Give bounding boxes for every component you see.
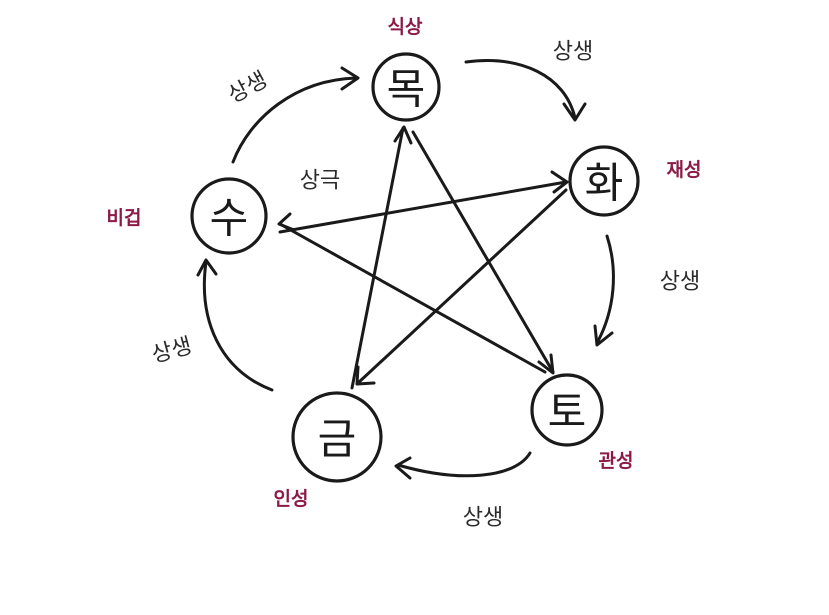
arrow-metal-to-wood xyxy=(350,126,405,390)
arrow-fire-to-earth xyxy=(595,234,615,345)
label-generate-wood-fire: 상생 xyxy=(553,40,593,65)
node-circle-metal xyxy=(291,391,383,483)
node-circle-water xyxy=(190,177,268,255)
arrowhead-fire-to-earth xyxy=(593,324,614,347)
role-metal: 인성 xyxy=(274,488,309,510)
arrow-metal-to-water xyxy=(202,260,274,392)
node-char-earth: 토 xyxy=(548,388,587,437)
label-generate-metal-water: 상생 xyxy=(149,334,195,369)
arrowhead-water-to-fire xyxy=(550,170,569,194)
label-control: 상극 xyxy=(300,169,340,194)
arrowhead-water-to-wood xyxy=(340,66,360,91)
role-water: 비겁 xyxy=(107,207,142,229)
node-wood: 목 xyxy=(371,52,441,122)
node-circle-fire xyxy=(568,145,640,217)
label-generate-fire-earth: 상생 xyxy=(660,270,700,295)
arrow-earth-to-water xyxy=(278,222,547,374)
arrowhead-wood-to-earth xyxy=(537,353,555,375)
arrow-wood-to-earth xyxy=(411,130,555,374)
node-char-wood: 목 xyxy=(387,65,426,114)
arrowhead-metal-to-water xyxy=(196,258,218,277)
node-earth: 토 xyxy=(530,373,604,447)
node-fire: 화 xyxy=(568,145,640,217)
arrow-fire-to-metal xyxy=(356,188,568,385)
node-circle-earth xyxy=(530,373,604,447)
role-wood: 식상 xyxy=(388,16,423,38)
arrowhead-earth-to-metal xyxy=(394,456,412,480)
generating-cycle xyxy=(196,59,615,480)
arrowhead-fire-to-metal xyxy=(355,365,376,386)
arrow-water-to-fire xyxy=(278,180,568,234)
arrow-earth-to-metal xyxy=(396,451,532,478)
node-char-water: 수 xyxy=(210,194,249,243)
node-circle-wood xyxy=(371,52,441,122)
controlling-star xyxy=(277,125,569,390)
arrowhead-metal-to-wood xyxy=(393,125,413,145)
role-fire: 재성 xyxy=(667,159,702,181)
label-generate-water-wood: 상생 xyxy=(224,67,271,108)
node-water: 수 xyxy=(190,177,268,255)
node-char-metal: 금 xyxy=(318,415,357,464)
arrow-wood-to-fire xyxy=(464,59,577,120)
arrowhead-wood-to-fire xyxy=(562,102,587,122)
label-generate-earth-metal: 상생 xyxy=(463,506,503,531)
role-earth: 관성 xyxy=(599,450,634,472)
node-metal: 금 xyxy=(291,391,383,483)
arrow-water-to-wood xyxy=(231,76,358,164)
node-char-fire: 화 xyxy=(585,159,624,208)
arrowhead-earth-to-water xyxy=(277,212,296,232)
